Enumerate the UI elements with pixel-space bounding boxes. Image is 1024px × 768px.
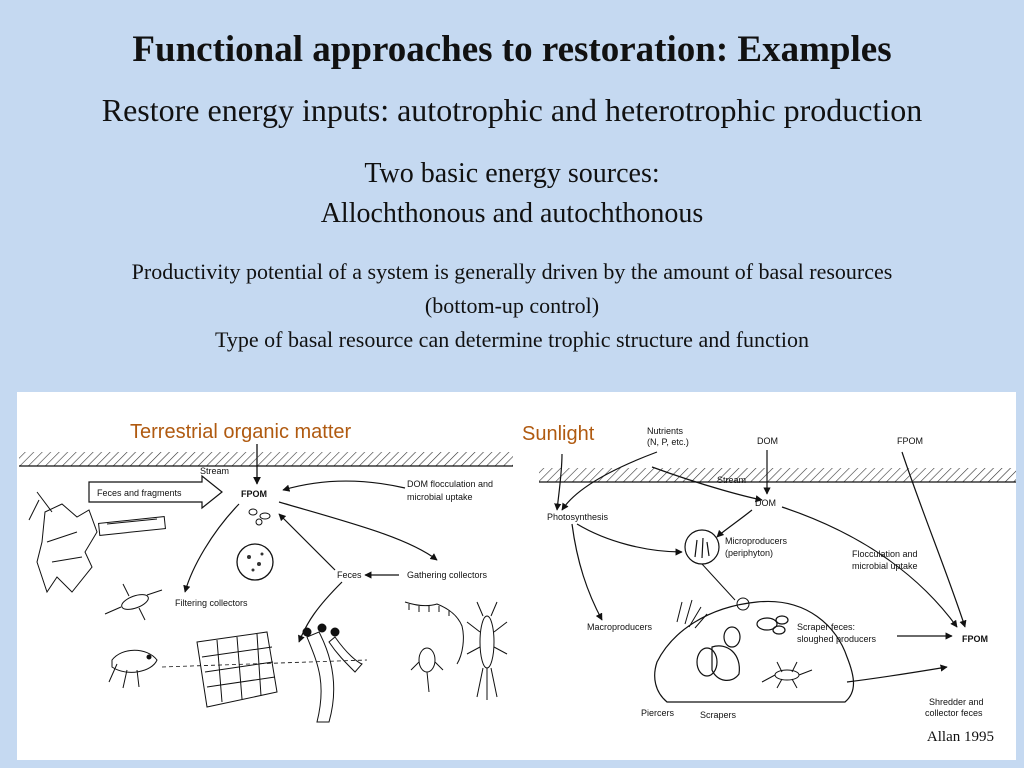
gathering-collectors-label: Gathering collectors bbox=[407, 570, 488, 580]
right-diagram: Sunlight Nutrients (N, P, etc.) DOM FPOM… bbox=[522, 423, 1024, 720]
photosynthesis-to-micro-arrow bbox=[576, 523, 683, 556]
microproducers-line2: (periphyton) bbox=[725, 548, 773, 558]
feces-label: Feces bbox=[337, 570, 362, 580]
piercers-label: Piercers bbox=[641, 708, 675, 718]
feces-fragments-label: Feces and fragments bbox=[97, 488, 182, 498]
productivity-line-3: Type of basal resource can determine tro… bbox=[214, 327, 810, 352]
productivity-line-1: Productivity potential of a system is ge… bbox=[131, 259, 893, 284]
flocculation-line2: microbial uptake bbox=[852, 561, 918, 571]
leaf-litter-icon bbox=[28, 491, 98, 594]
terrestrial-organic-matter-label: Terrestrial organic matter bbox=[130, 421, 352, 443]
shredder-feces-line2: collector feces bbox=[925, 708, 983, 718]
sunlight-label: Sunlight bbox=[522, 423, 595, 445]
fpom-to-filtering-arrow bbox=[183, 503, 240, 593]
macroproducers-label: Macroproducers bbox=[587, 622, 653, 632]
insect-larva-left-icon bbox=[104, 583, 163, 621]
dom-to-fpom-right-arrow bbox=[781, 506, 958, 628]
nutrients-line2: (N, P, etc.) bbox=[647, 437, 689, 447]
left-fpom-label: FPOM bbox=[241, 489, 267, 499]
right-fpom-label: FPOM bbox=[962, 634, 988, 644]
macroproducer-plant-icon bbox=[676, 599, 708, 629]
sources-line-1: Two basic energy sources: bbox=[364, 158, 660, 189]
flocculation-line1: Flocculation and bbox=[852, 549, 918, 559]
dom-flocculation-line2: microbial uptake bbox=[407, 492, 473, 502]
food-web-diagrams: Terrestrial organic matter Stream Feces … bbox=[19, 421, 1024, 723]
scraper-feces-line2: sloughed producers bbox=[797, 634, 877, 644]
stick-debris-icon bbox=[98, 516, 166, 536]
fpom-top-label: FPOM bbox=[897, 436, 923, 446]
midge-larva-icon bbox=[404, 601, 464, 665]
left-stream-bank bbox=[19, 452, 513, 466]
right-stream-bank bbox=[539, 468, 1024, 482]
diagram-panel: Terrestrial organic matter Stream Feces … bbox=[17, 392, 1024, 760]
feces-fragments-arrow bbox=[88, 474, 223, 510]
feces-down-arrow bbox=[298, 581, 343, 643]
mayfly-nymph-icon bbox=[466, 601, 508, 700]
sunlight-arrow bbox=[554, 453, 563, 511]
dom-to-micro-arrow bbox=[716, 509, 753, 538]
dom-top-label: DOM bbox=[757, 436, 778, 446]
slide-subtitle: Restore energy inputs: autotrophic and h… bbox=[101, 92, 923, 128]
scraper-feces-line1: Scraper feces: bbox=[797, 622, 855, 632]
right-stream-label: Stream bbox=[717, 475, 746, 485]
rock-substrate-icon bbox=[654, 600, 855, 703]
left-diagram: Terrestrial organic matter Stream Feces … bbox=[19, 421, 513, 723]
slide-title: Functional approaches to restoration: Ex… bbox=[132, 29, 892, 70]
energy-sources-text: Two basic energy sources: Allochthonous … bbox=[0, 154, 1024, 234]
microproducers-icon bbox=[684, 529, 720, 565]
nutrients-line1: Nutrients bbox=[647, 426, 684, 436]
scrapers-label: Scrapers bbox=[700, 710, 737, 720]
dom-flocculation-line1: DOM flocculation and bbox=[407, 479, 493, 489]
feces-to-fpom-arrow bbox=[278, 513, 336, 571]
blackfly-larva-icon bbox=[302, 623, 363, 723]
photosynthesis-to-macro-arrow bbox=[571, 523, 603, 621]
nutrients-to-dom-arrow bbox=[651, 466, 763, 503]
fpom-top-arrow bbox=[901, 451, 967, 628]
left-stream-label: Stream bbox=[200, 466, 229, 476]
scraper-insect-icon bbox=[761, 661, 813, 689]
sources-line-2: Allochthonous and autochthonous bbox=[320, 198, 704, 229]
filter-net-icon bbox=[196, 631, 278, 708]
dom-label: DOM bbox=[755, 498, 776, 508]
microproducers-line1: Microproducers bbox=[725, 536, 788, 546]
small-crustacean-icon bbox=[410, 647, 444, 693]
productivity-text: Productivity potential of a system is ge… bbox=[0, 255, 1024, 357]
fpom-particles-icon bbox=[236, 508, 274, 581]
fpom-to-gathering-arrow bbox=[278, 501, 438, 561]
dom-to-fpom-arrow bbox=[282, 480, 406, 492]
shredder-feces-line1: Shredder and bbox=[929, 697, 984, 707]
nutrients-arrow bbox=[561, 451, 658, 511]
photosynthesis-label: Photosynthesis bbox=[547, 512, 609, 522]
shredder-to-fpom-arrow bbox=[846, 664, 948, 683]
filtering-collectors-label: Filtering collectors bbox=[175, 598, 248, 608]
source-credit: Allan 1995 bbox=[926, 729, 994, 745]
productivity-line-2: (bottom-up control) bbox=[424, 293, 600, 318]
shrimp-icon bbox=[108, 649, 158, 689]
